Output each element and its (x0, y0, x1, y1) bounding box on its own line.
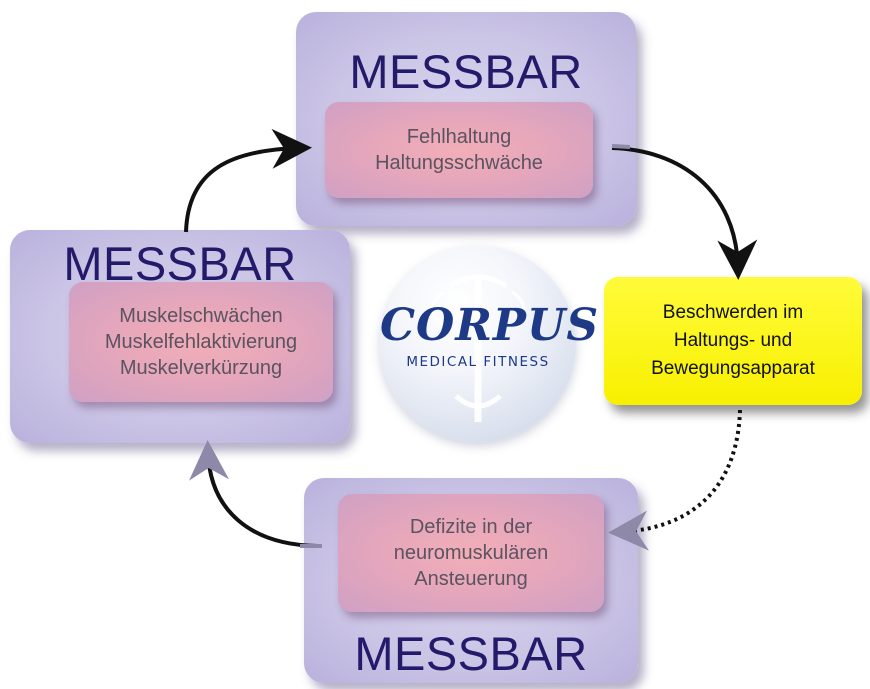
bottom-stage-line-2: neuromuskulären (393, 542, 549, 564)
bottom-stage-panel: Defizite in der neuromuskulären Ansteuer… (304, 478, 638, 683)
arrow-left-to-top (184, 128, 312, 233)
arrow-bottom-to-left (188, 440, 319, 548)
top-stage-box: Fehlhaltung Haltungsschwäche (325, 102, 593, 198)
top-stage-line-2: Haltungsschwäche (375, 152, 543, 174)
complaints-box: Beschwerden im Haltungs- und Bewegungsap… (604, 277, 862, 405)
arrow-complaints-to-bottom (608, 409, 742, 551)
corpus-subtitle: MEDICAL FITNESS (406, 354, 550, 370)
complaints-line-2: Haltungs- und (673, 330, 793, 351)
corpus-wordmark: CORPUS (380, 300, 600, 351)
corpus-logo: CORPUS MEDICAL FITNESS (380, 246, 600, 442)
left-stage-line-1: Muskelschwächen (119, 305, 283, 327)
top-stage-line-1: Fehlhaltung (406, 126, 512, 148)
bottom-stage-line-3: Ansteuerung (414, 568, 528, 590)
bottom-stage-line-1: Defizite in der (409, 516, 533, 538)
left-stage-line-3: Muskelverkürzung (119, 357, 283, 379)
left-measurable-heading: MESSBAR (63, 237, 297, 290)
bottom-stage-box: Defizite in der neuromuskulären Ansteuer… (338, 494, 604, 612)
complaints-line-1: Beschwerden im (662, 302, 804, 323)
top-measurable-heading: MESSBAR (349, 45, 583, 98)
bottom-measurable-heading: MESSBAR (354, 627, 588, 680)
caduceus-icon (430, 274, 526, 422)
left-stage-line-2: Muskelfehlaktivierung (104, 331, 298, 353)
complaints-line-3: Bewegungsapparat (651, 358, 815, 379)
top-stage-panel: MESSBAR Fehlhaltung Haltungsschwäche (296, 12, 636, 226)
left-stage-box: Muskelschwächen Muskelfehlaktivierung Mu… (69, 282, 333, 402)
left-stage-panel: MESSBAR Muskelschwächen Muskelfehlaktivi… (10, 230, 350, 443)
